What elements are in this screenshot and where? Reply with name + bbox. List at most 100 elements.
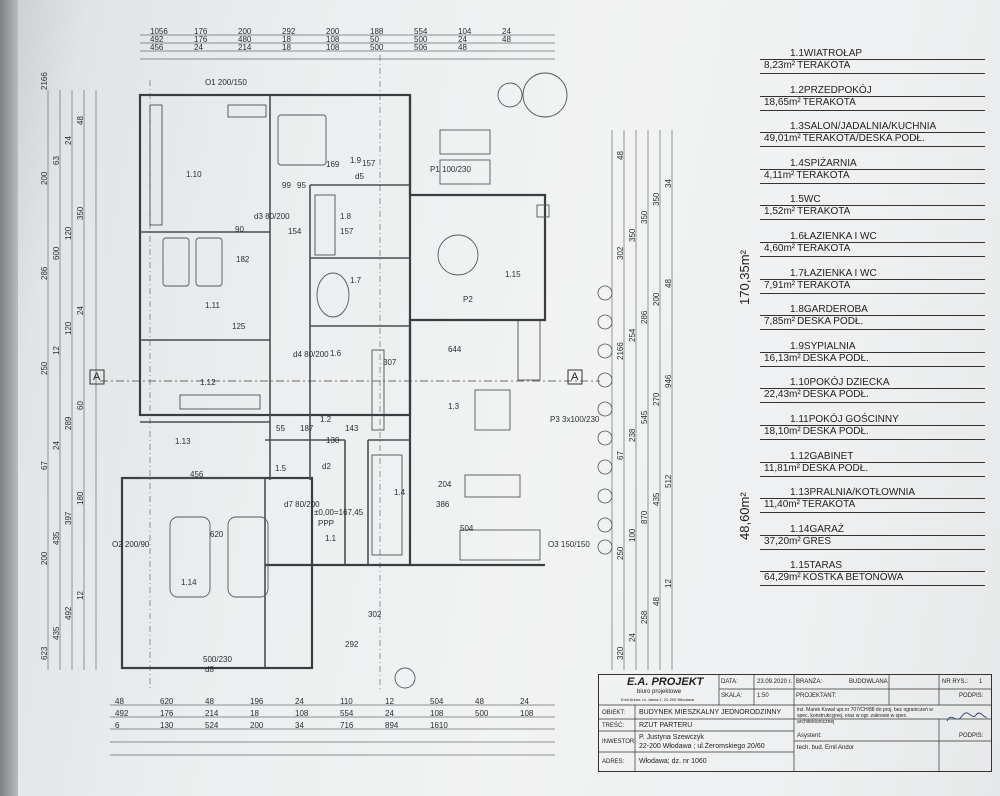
dimension-note-12: ±0,00=167,45 <box>314 508 364 517</box>
legend-room-id: 1.1 <box>790 48 804 59</box>
legend-finish: TERAKOTA <box>797 242 851 254</box>
dimension-bottom-8: 48 <box>475 697 484 706</box>
dimension-bottom-0: 48 <box>115 697 124 706</box>
room-label-1-9: 1.9 <box>350 156 362 165</box>
dimension-top-24: 506 <box>414 43 428 52</box>
scale-value: 1:50 <box>757 693 769 699</box>
legend-room-name: 1.1WIATROŁAP <box>790 48 862 59</box>
legend-divider <box>760 95 985 97</box>
total-area-house: 170,35m² <box>737 250 752 305</box>
total-area-garage: 48,60m² <box>737 492 752 540</box>
dimension-bottom-22: 524 <box>205 721 219 730</box>
dimension-note-0: O1 200/150 <box>205 78 247 87</box>
legend-room-label: ŁAZIENKA I WC <box>803 230 877 242</box>
signature-label-2: PODPIS: <box>959 733 984 739</box>
legend-divider <box>760 59 985 60</box>
dimension-note-11: O3 150/150 <box>548 540 590 549</box>
assistant-name: tech. bud. Emil Andor <box>797 745 855 751</box>
company-subtitle: biuro projektowe <box>637 689 682 695</box>
dimension-top-23: 500 <box>370 43 384 52</box>
legend-divider <box>760 571 985 573</box>
dimension-bottom-7: 504 <box>430 697 444 706</box>
dimension-note-26: 157 <box>362 159 376 168</box>
dimension-note-33: 55 <box>276 424 285 433</box>
investor-name: P. Justyna Szewczyk <box>639 734 704 741</box>
dimension-lines <box>47 34 673 756</box>
dimension-note-25: 157 <box>340 227 354 236</box>
legend-divider <box>760 498 985 500</box>
dimension-top-25: 48 <box>458 43 467 52</box>
legend-area: 49,01m² <box>764 133 801 145</box>
dimension-top-15: 500 <box>414 35 428 44</box>
legend-room-name: 1.5WC <box>790 194 821 205</box>
legend-room-id: 1.8 <box>790 304 804 316</box>
assistant-label: Asystent: <box>797 733 822 739</box>
dimension-top-11: 480 <box>238 35 252 44</box>
legend-room-label: GARAŻ <box>809 523 844 535</box>
legend-area: 4,60m² <box>764 242 796 254</box>
scale-label: SKALA: <box>721 693 743 699</box>
dimension-left-24: 2166 <box>40 72 49 90</box>
dimension-bottom-27: 1610 <box>430 721 448 730</box>
legend-room-name: 1.12GABINET <box>790 451 853 462</box>
content-value: RZUT PARTERU <box>639 722 693 729</box>
dimension-note-31: 143 <box>345 424 359 433</box>
dimension-top-3: 292 <box>282 27 296 36</box>
dimension-right-2: 258 <box>640 610 649 624</box>
legend-area: 7,85m² <box>764 316 796 328</box>
dimension-note-22: 292 <box>345 640 359 649</box>
dimension-note-14: 500/230 <box>203 655 232 664</box>
legend-room-label: SPIŻARNIA <box>803 157 857 169</box>
legend-area: 11,40m² <box>764 499 800 511</box>
date-label: DATA: <box>721 679 738 685</box>
legend-area: 11,81m² <box>764 462 800 474</box>
legend-room-name: 1.7ŁAZIENKA I WC <box>790 268 877 279</box>
title-block: E.A. PROJEKT biuro projektowe Emil Andor… <box>598 674 992 772</box>
dimension-note-2: d3 80/200 <box>254 212 290 221</box>
legend-underline <box>760 438 985 440</box>
legend-divider <box>760 388 985 390</box>
dimension-bottom-5: 110 <box>340 697 353 706</box>
dimension-top-1: 176 <box>194 27 208 36</box>
legend-room-id: 1.10 <box>790 377 810 389</box>
dimension-top-21: 18 <box>282 43 291 52</box>
dimension-bottom-20: 6 <box>115 721 120 730</box>
dimension-bottom-17: 108 <box>430 709 444 718</box>
dimension-note-19: 386 <box>436 500 450 509</box>
room-label-1-4: 1.4 <box>394 488 406 497</box>
legend-divider <box>760 351 985 353</box>
dimension-right-18: 200 <box>652 292 661 306</box>
legend-finish: TERAKOTA/DESKA PODŁ. <box>802 133 925 145</box>
room-label-1-14: 1.14 <box>181 578 197 587</box>
dimension-bottom-14: 108 <box>295 709 309 718</box>
legend-finish: TERAKOTA <box>802 96 856 108</box>
dimension-bottom-2: 48 <box>205 697 214 706</box>
dimension-note-35: 125 <box>232 322 246 331</box>
dimension-right-21: 350 <box>628 228 637 242</box>
dimension-top-22: 108 <box>326 43 340 52</box>
dimension-left-16: 286 <box>40 266 49 280</box>
section-markers <box>89 369 583 385</box>
dimension-left-14: 120 <box>64 321 73 335</box>
dimension-top-6: 554 <box>414 27 428 36</box>
legend-room-label: ŁAZIENKA I WC <box>803 267 877 279</box>
legend-finish: DESKA PODŁ. <box>797 316 864 328</box>
dimension-left-7: 180 <box>76 491 85 505</box>
signature-label: PODPIS: <box>959 693 984 699</box>
dimension-note-34: 90 <box>235 225 244 234</box>
legend-room-id: 1.15 <box>790 560 810 572</box>
legend-finish: DESKA PODŁ. <box>802 389 869 401</box>
dimension-bottom-4: 24 <box>295 697 304 706</box>
dimension-note-27: 169 <box>326 160 340 169</box>
company-address: Emil Andor, ul. Jasna 1, 22-200 Włodawa <box>621 697 694 702</box>
dimension-top-4: 200 <box>326 27 340 36</box>
